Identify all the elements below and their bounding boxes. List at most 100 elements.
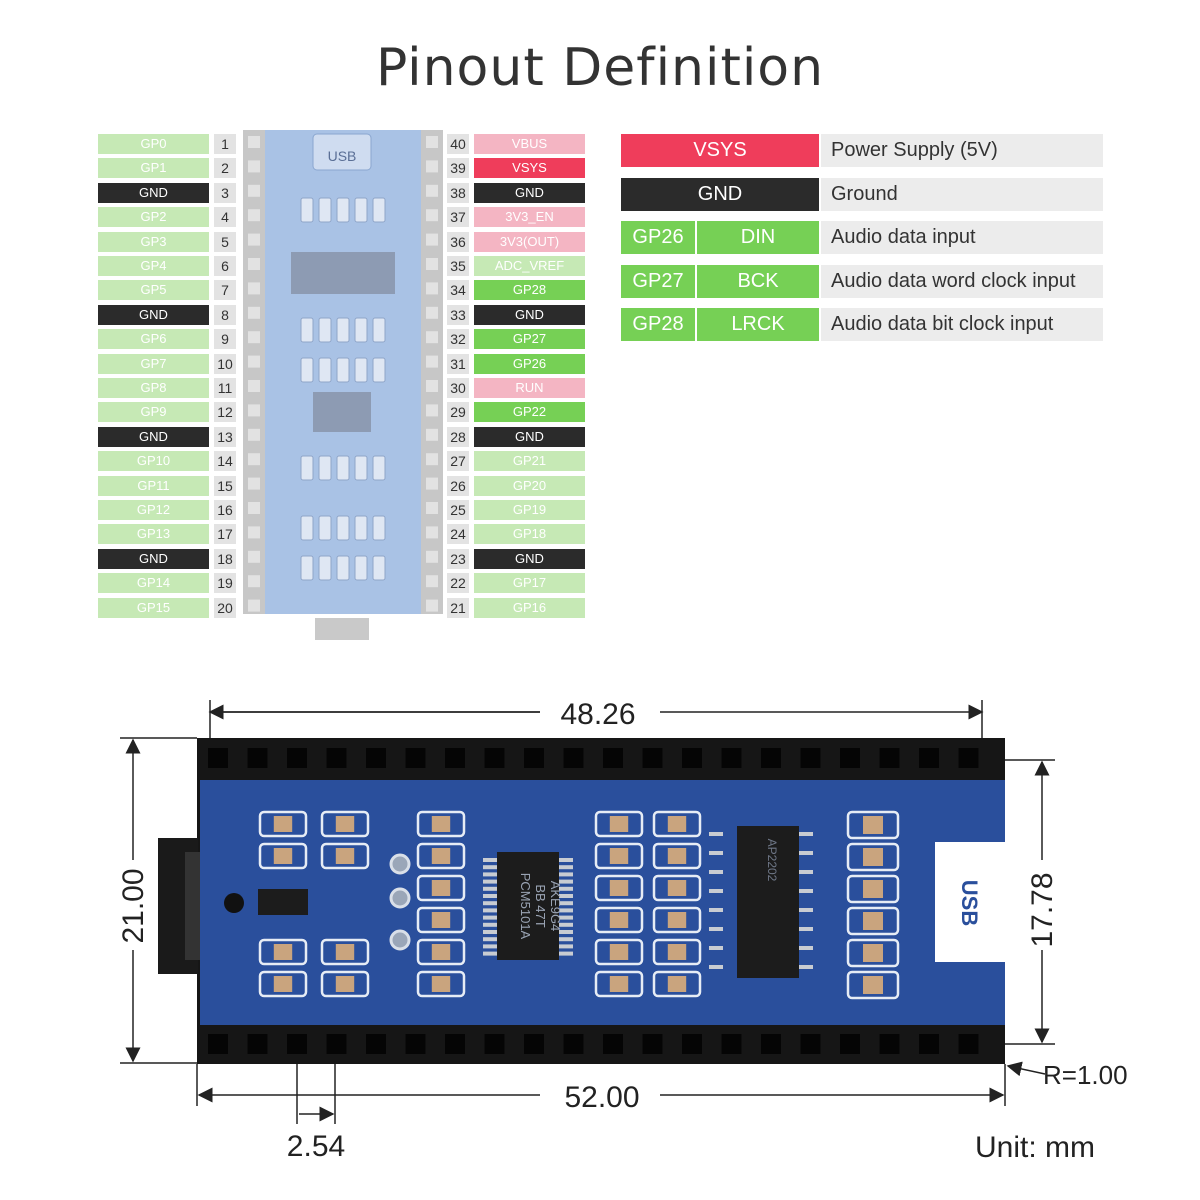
header-pin — [761, 748, 781, 768]
smd-body — [273, 976, 293, 992]
header-pin — [800, 748, 821, 768]
header-pin — [208, 1034, 228, 1054]
dac-chip-label-2: BB 47T — [533, 884, 548, 927]
pin-number-left: 1 — [214, 134, 236, 154]
pin-label-left: GND — [98, 426, 209, 447]
chip-leg — [483, 858, 497, 862]
smd-body — [431, 944, 451, 960]
pin-label-right: RUN — [474, 378, 585, 398]
chip-leg — [483, 865, 497, 870]
chip-leg — [559, 865, 573, 870]
chip-leg — [483, 937, 497, 942]
header-pad — [248, 599, 260, 612]
header-pin — [208, 748, 228, 768]
smd-component — [594, 906, 644, 934]
smd-component — [372, 455, 386, 481]
pin-number-right: 40 — [447, 134, 469, 154]
chip-leg — [709, 965, 723, 969]
header-pad — [426, 136, 438, 148]
header-pad — [426, 160, 438, 173]
pin-number-right: 27 — [447, 451, 469, 472]
pin-number-left: 4 — [214, 207, 236, 228]
pin-label-left: GND — [98, 182, 209, 203]
pin-label-right: GND — [474, 548, 585, 569]
header-pad — [248, 160, 260, 173]
smd-body — [335, 848, 355, 864]
pin-number-left: 3 — [214, 182, 236, 203]
pin-label-right: GP19 — [474, 500, 585, 520]
header-pad — [426, 258, 438, 270]
header-pad — [248, 355, 260, 368]
smd-component — [354, 317, 368, 343]
pin-label-right: GP16 — [474, 597, 585, 618]
smd-component — [846, 970, 900, 1000]
header-pin — [366, 1034, 386, 1054]
smd-component — [318, 197, 332, 223]
smd-component — [300, 357, 314, 383]
header-pin — [247, 1034, 268, 1054]
header-pin — [287, 1034, 307, 1054]
pin-number-left: 8 — [214, 304, 236, 325]
header-pin — [840, 1034, 860, 1054]
header-pin — [879, 1034, 900, 1054]
test-point — [389, 853, 411, 875]
smd-component — [354, 555, 368, 581]
smd-body — [609, 976, 629, 992]
usb-port — [935, 842, 1007, 962]
pin-number-right: 38 — [447, 182, 469, 203]
legend-tag: VSYS — [621, 134, 819, 167]
smd-body — [667, 880, 687, 896]
pin-label-left: GP7 — [98, 353, 209, 374]
header-pin — [326, 748, 347, 768]
smd-component — [416, 970, 466, 998]
pin-number-left: 15 — [214, 475, 236, 496]
smd-body — [667, 976, 687, 992]
smd-component — [300, 515, 314, 541]
smd-component — [652, 938, 702, 966]
legend-tag: GP27 — [621, 264, 695, 298]
smd-body — [609, 848, 629, 864]
chip-leg — [559, 886, 573, 891]
header-pin — [721, 748, 742, 768]
header-pin — [603, 1034, 623, 1054]
chip-leg — [709, 851, 723, 855]
pin-label-left: GP1 — [98, 158, 209, 179]
header-pin — [682, 748, 702, 768]
smd-component — [416, 874, 466, 902]
smd-component — [300, 197, 314, 223]
header-pin — [445, 1034, 465, 1054]
header-pad — [248, 184, 260, 197]
smd-body — [335, 816, 355, 832]
header-pad — [248, 453, 260, 466]
pin-number-left: 9 — [214, 329, 236, 350]
header-pad — [426, 502, 438, 514]
header-pin — [840, 748, 860, 768]
smd-component — [846, 842, 900, 872]
chip-leg — [799, 946, 813, 950]
smd-component — [258, 810, 308, 838]
smd-component — [300, 317, 314, 343]
smd-component — [416, 906, 466, 934]
chip-leg — [799, 927, 813, 931]
pin-label-left: GP0 — [98, 134, 209, 154]
legend-tag: GP28 — [621, 308, 695, 341]
header-pin — [247, 748, 268, 768]
header-pin — [642, 1034, 663, 1054]
pin-number-left: 7 — [214, 280, 236, 301]
header-pin — [642, 748, 663, 768]
pin-number-right: 37 — [447, 207, 469, 228]
header-pad — [426, 575, 438, 588]
pin-label-left: GP3 — [98, 231, 209, 252]
chip-leg — [559, 908, 573, 913]
dimension-drawing: USB PCM5101A BB 47T AKE9G4 AP2202 48.26 … — [117, 698, 1128, 1164]
pin-number-left: 18 — [214, 548, 236, 569]
chip-leg — [709, 946, 723, 950]
smd-body — [335, 976, 355, 992]
smd-component — [652, 842, 702, 870]
header-pad — [426, 526, 438, 539]
usb-label: USB — [957, 880, 982, 926]
header-pad — [426, 355, 438, 368]
header-pin — [603, 748, 623, 768]
legend-description: Audio data bit clock input — [821, 308, 1103, 341]
pin-number-right: 22 — [447, 573, 469, 594]
